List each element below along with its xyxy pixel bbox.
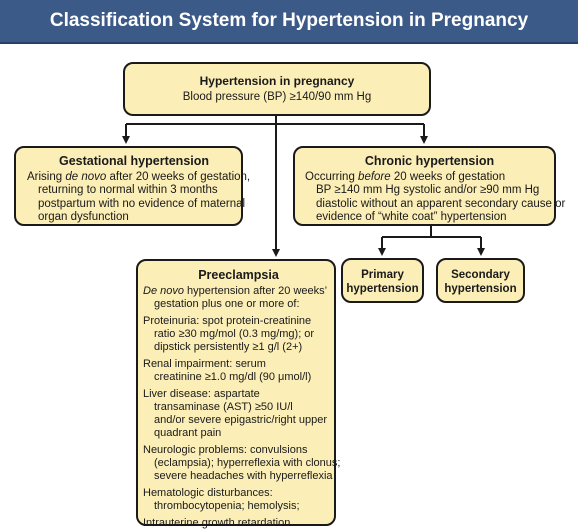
- node-preeclampsia: Preeclampsia De novo hypertension after …: [136, 259, 341, 529]
- node-hypertension-in-pregnancy: Hypertension in pregnancy Blood pressure…: [123, 62, 431, 116]
- criterion-neurologic-problems: Neurologic problems: convulsions (eclamp…: [143, 444, 341, 482]
- node-text-line: postpartum with no evidence of maternal: [38, 197, 246, 210]
- node-secondary-hypertension: Secondary hypertension: [436, 258, 525, 303]
- page-title: Classification System for Hypertension i…: [49, 10, 529, 31]
- node-title-line: Primary: [361, 269, 404, 281]
- node-title: Chronic hypertension: [364, 154, 495, 168]
- criterion-liver-disease: Liver disease: aspartate transaminase (A…: [143, 388, 328, 439]
- node-text-line: diastolic without an apparent secondary …: [316, 197, 566, 210]
- criterion-proteinuria: Proteinuria: spot protein-creatinine rat…: [143, 315, 315, 353]
- node-title: Hypertension in pregnancy: [199, 74, 355, 88]
- node-title: Preeclampsia: [198, 268, 279, 282]
- node-title-line: hypertension: [346, 282, 419, 295]
- node-chronic-hypertension: Chronic hypertension Occurring before 20…: [293, 146, 566, 226]
- node-text-line: evidence of “white coat” hypertension: [316, 211, 507, 223]
- criterion-growth-retardation: Intrauterine growth retardation: [143, 517, 291, 529]
- node-text-line: Occurring before 20 weeks of gestation: [305, 170, 506, 183]
- node-text-line: De novo hypertension after 20 weeks’: [143, 285, 328, 297]
- node-title-line: Secondary: [451, 269, 510, 281]
- node-primary-hypertension: Primary hypertension: [341, 258, 424, 303]
- node-gestational-hypertension: Gestational hypertension Arising de novo…: [14, 146, 251, 226]
- node-text: Blood pressure (BP) ≥140/90 mm Hg: [182, 90, 372, 103]
- node-text-line: BP ≥140 mm Hg systolic and/or ≥90 mm Hg: [316, 184, 540, 196]
- criterion-renal-impairment: Renal impairment: serum creatinine ≥1.0 …: [143, 358, 312, 383]
- criterion-hematologic-disturbances: Hematologic disturbances: thrombocytopen…: [143, 487, 300, 512]
- title-banner: Classification System for Hypertension i…: [0, 0, 578, 44]
- node-text-line: gestation plus one or more of:: [154, 298, 300, 310]
- node-title: Gestational hypertension: [58, 154, 210, 168]
- node-text-line: returning to normal within 3 months: [38, 184, 218, 196]
- node-title-line: hypertension: [444, 282, 517, 295]
- node-text-line: organ dysfunction: [38, 211, 129, 223]
- node-text-line: Arising de novo after 20 weeks of gestat…: [27, 170, 251, 183]
